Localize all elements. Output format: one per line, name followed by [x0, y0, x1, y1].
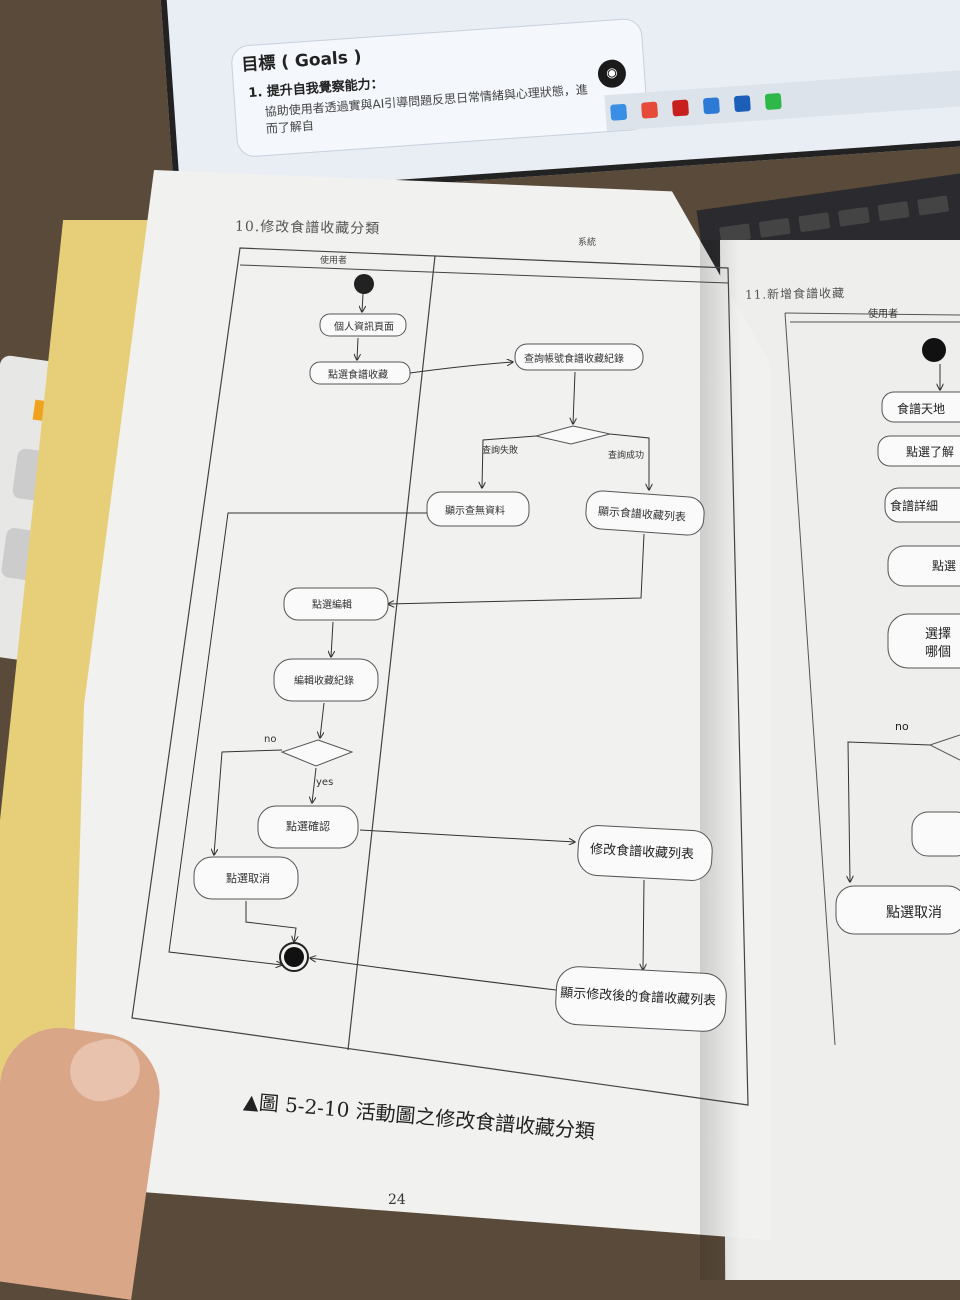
node-edit-record-label: 編輯收藏紀錄 [294, 674, 354, 687]
node-click-edit-label: 點選編輯 [312, 598, 352, 611]
right-label-no: no [895, 720, 909, 733]
start-node [354, 274, 374, 294]
left-page [70, 170, 770, 1240]
right-node-cancel: 點選取消 [886, 905, 942, 921]
page-gutter-shadow [700, 240, 740, 1280]
node-confirm [257, 805, 359, 849]
node-no-data [426, 491, 530, 527]
node-modify-list [577, 825, 713, 881]
right-node-choose: 選擇 [925, 626, 951, 642]
lane-divider [347, 255, 436, 1051]
node-confirm-label: 點選確認 [286, 819, 330, 833]
lane-system-label: 系統 [578, 236, 596, 248]
decision-query [535, 425, 611, 445]
right-lane-user: 使用者 [868, 307, 898, 320]
right-node-click: 點選 [932, 559, 956, 573]
page-number: 24 [388, 1192, 406, 1208]
right-node-recipe-world: 食譜天地 [897, 401, 945, 416]
node-query-label: 查詢帳號食譜收藏紀錄 [524, 352, 624, 365]
node-cancel [193, 856, 299, 900]
node-show-modified [555, 966, 727, 1032]
right-node-which: 哪個 [925, 645, 951, 660]
node-profile-label: 個人資訊頁面 [334, 320, 394, 333]
node-click-edit [283, 587, 389, 621]
lane-user-label: 使用者 [320, 254, 347, 266]
lane-header-line [239, 264, 729, 284]
node-modify-list-label: 修改食譜收藏列表 [590, 841, 695, 862]
node-click-fav-label: 點選食譜收藏 [328, 368, 388, 381]
right-node-click-view: 點選了解 [906, 445, 954, 459]
end-node [279, 942, 309, 972]
label-query-ok: 查詢成功 [608, 449, 644, 461]
node-show-list [585, 490, 705, 536]
decision-confirm [280, 739, 354, 767]
node-show-list-label: 顯示食譜收藏列表 [598, 504, 687, 524]
node-cancel-label: 點選取消 [226, 871, 270, 885]
node-query [514, 343, 644, 371]
label-no: no [264, 734, 276, 745]
node-profile [319, 313, 407, 337]
node-no-data-label: 顯示查無資料 [445, 504, 505, 517]
label-yes: yes [316, 777, 333, 788]
label-query-fail: 查詢失敗 [482, 444, 518, 456]
right-node-recipe-detail: 食譜詳細 [890, 498, 938, 513]
node-edit-record [273, 658, 379, 702]
diagram-frame [131, 247, 749, 1106]
right-start-node [922, 338, 946, 362]
